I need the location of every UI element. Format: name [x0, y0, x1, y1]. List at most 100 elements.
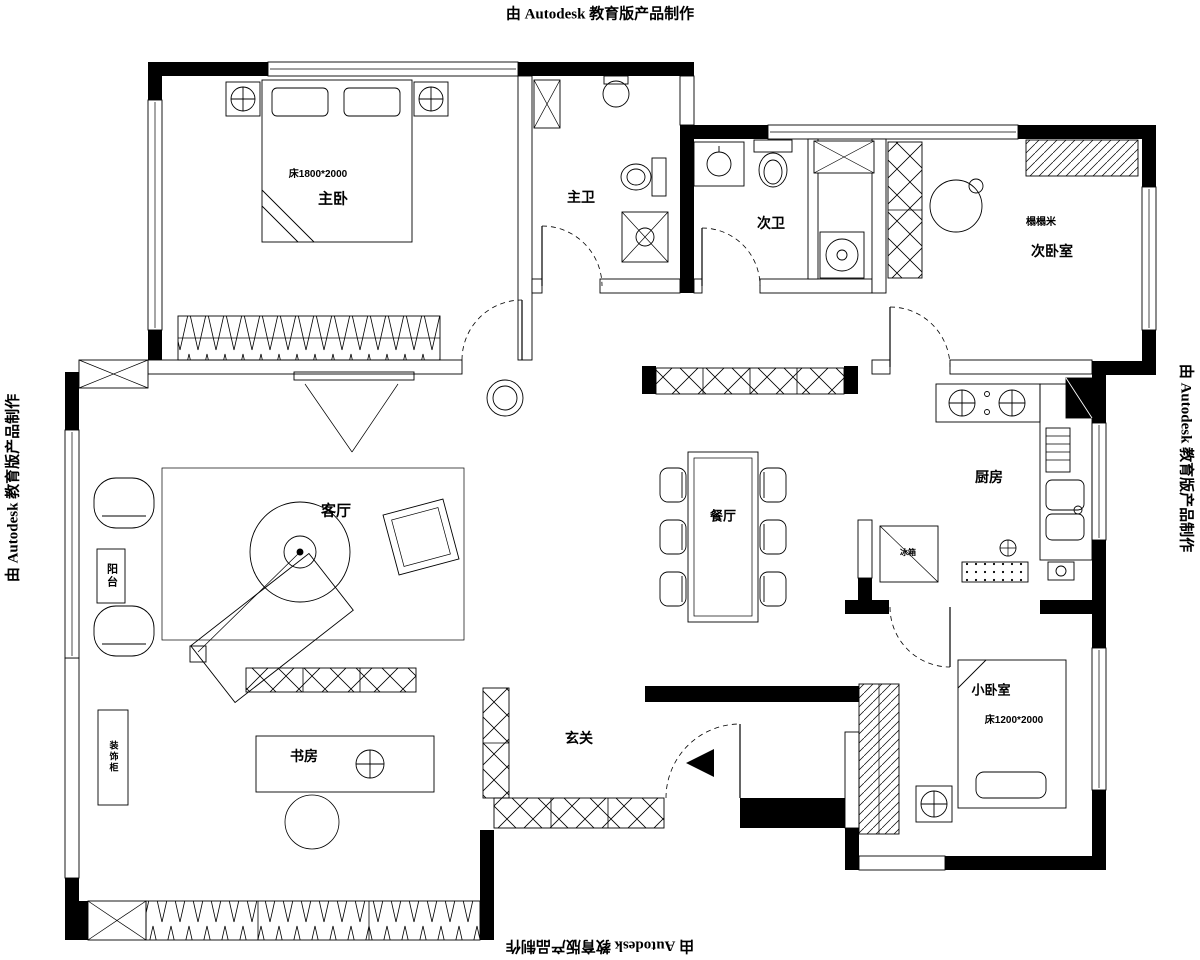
wash-basin-icon — [693, 141, 745, 187]
chaise-sofa — [190, 552, 354, 704]
hallway-cabinet — [655, 367, 845, 395]
round-table — [929, 179, 983, 233]
stove-icon — [935, 383, 1041, 423]
nightstand — [225, 81, 261, 117]
window-midlines — [71, 68, 1150, 788]
laundry-cabinet — [813, 140, 875, 174]
dining-chair — [759, 467, 787, 503]
small-appliance — [1047, 561, 1075, 581]
study-cabinet-box — [97, 709, 129, 806]
cabinets — [78, 79, 1139, 941]
master-wardrobe — [177, 315, 441, 361]
fridge-label: 冰箱 — [900, 548, 916, 557]
second-bath-fixtures — [693, 139, 793, 188]
room-label-study: 书房 — [290, 748, 318, 764]
shoe-cabinet-bottom — [493, 797, 665, 829]
dining-chair — [759, 519, 787, 555]
small-bedroom-furniture — [915, 659, 1067, 823]
room-label-balcony: 阳台 — [105, 563, 118, 589]
tv — [293, 371, 415, 381]
study-bottom-band — [87, 900, 481, 941]
downlight-icon — [999, 539, 1017, 557]
small-bedroom-door — [889, 606, 951, 668]
pillow — [975, 771, 1047, 799]
laundry-fixtures — [819, 231, 865, 279]
room-label-small-bedroom: 小卧室 — [971, 682, 1011, 698]
dining-chair — [659, 519, 687, 555]
nightstand — [413, 81, 449, 117]
ceiling-light-icon — [486, 379, 524, 417]
pillow — [343, 87, 401, 117]
kitchen-fixtures — [879, 377, 1093, 583]
lamp-icon — [230, 86, 256, 112]
vent-grille — [961, 561, 1029, 583]
tv-view-lines — [304, 383, 399, 453]
dining-chair — [759, 571, 787, 607]
watermark-bottom: 由 Autodesk 教育版产品制作 — [505, 937, 695, 954]
room-label-kitchen: 厨房 — [975, 469, 1003, 485]
lamp-icon — [920, 790, 948, 818]
master-bath-door — [541, 225, 603, 287]
study-furniture — [255, 735, 435, 850]
room-label-entry: 玄关 — [565, 730, 593, 746]
doors — [461, 225, 951, 799]
entry-direction-arrow-icon — [686, 749, 714, 777]
pillow — [271, 87, 329, 117]
armchair — [93, 477, 155, 529]
rug — [161, 467, 465, 641]
washing-machine-icon — [819, 231, 865, 279]
study-cabinet-label: 装饰柜 — [108, 740, 119, 774]
dining-chair — [659, 467, 687, 503]
vanity-icon — [621, 211, 669, 263]
second-bedroom-furniture — [929, 178, 984, 233]
room-label-master-bath: 主卫 — [567, 189, 595, 205]
watermark-right: 由 Autodesk 教育版产品制作 — [1177, 363, 1194, 553]
master-bedroom-furniture — [225, 79, 449, 243]
room-label-dining: 餐厅 — [709, 508, 737, 524]
master-bedroom-door — [461, 299, 523, 361]
dining-table — [687, 451, 759, 623]
plumbing-shaft — [533, 79, 561, 129]
watermark-left: 由 Autodesk 教育版产品制作 — [5, 393, 22, 583]
fridge — [879, 525, 939, 583]
room-label-living: 客厅 — [320, 502, 352, 520]
desk — [255, 735, 435, 793]
room-label-master-bedroom: 主卧 — [317, 190, 349, 208]
tatami-band — [1025, 139, 1139, 177]
second-bedroom-wardrobe — [887, 141, 923, 279]
balcony-box — [96, 548, 126, 604]
kitchen-sink-icon — [1045, 479, 1085, 541]
tatami-label: 榻榻米 — [1026, 217, 1056, 228]
toilet-icon — [620, 157, 667, 197]
desk-chair-icon — [355, 749, 385, 779]
armchair — [93, 605, 155, 657]
living-cabinet — [245, 667, 417, 693]
lamp-icon — [418, 86, 444, 112]
bed-size-label-master: 床1800*2000 — [288, 169, 348, 180]
duct — [1065, 377, 1093, 419]
bay-window-box — [78, 359, 149, 389]
toilet-icon — [753, 139, 793, 188]
shoe-cabinet-vertical — [482, 687, 510, 799]
living-room-furniture — [93, 371, 524, 704]
room-label-second-bedroom: 次卧室 — [1031, 243, 1073, 259]
partition-walls — [64, 61, 1093, 879]
master-bed — [261, 79, 413, 243]
wash-basin-icon — [602, 75, 630, 108]
entry-door — [665, 723, 741, 799]
stool — [968, 178, 984, 194]
round-rug — [284, 794, 340, 850]
dish-rack — [1045, 427, 1071, 473]
watermark-top: 由 Autodesk 教育版产品制作 — [505, 6, 695, 23]
blanket-fold — [957, 659, 987, 689]
master-bath-fixtures — [602, 75, 669, 263]
room-label-second-bath: 次卫 — [757, 215, 785, 231]
dining-furniture — [659, 451, 787, 623]
structural-walls — [65, 62, 1156, 940]
small-bed — [957, 659, 1067, 809]
second-bedroom-door — [889, 306, 951, 368]
nightstand — [915, 785, 953, 823]
bed-size-label-small: 床1200*2000 — [984, 715, 1044, 726]
side-table — [382, 498, 460, 576]
